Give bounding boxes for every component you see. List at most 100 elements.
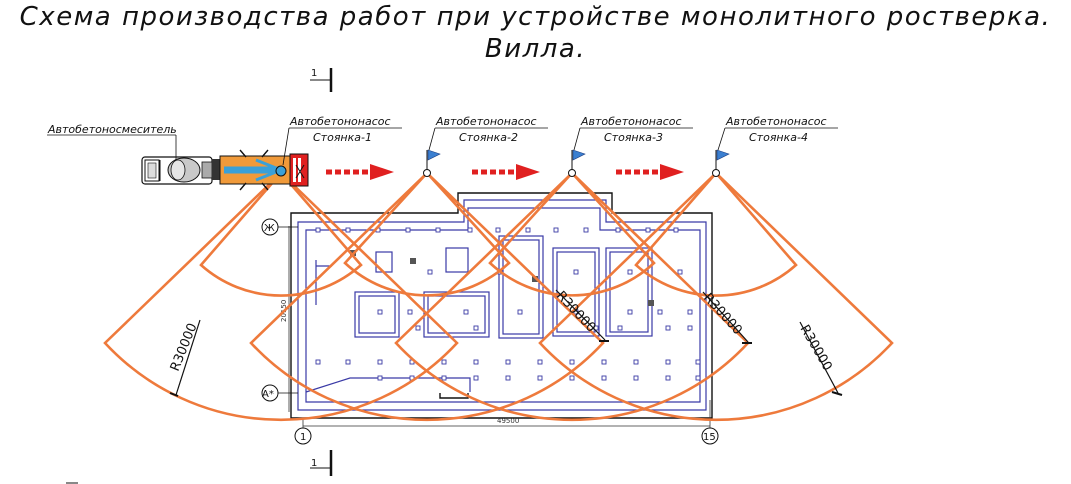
movement-arrow-3 bbox=[616, 164, 684, 180]
axis-zh-label: Ж bbox=[264, 223, 275, 234]
pile-marker bbox=[573, 269, 579, 275]
pile-marker bbox=[435, 227, 441, 233]
pile-marker bbox=[633, 359, 639, 365]
pile-marker bbox=[505, 359, 511, 365]
reach-arc-3-inner bbox=[488, 171, 656, 297]
pile-marker bbox=[505, 375, 511, 381]
pile-marker bbox=[415, 325, 421, 331]
pile-marker bbox=[601, 375, 607, 381]
length-dimension-label: 49500 bbox=[497, 417, 519, 425]
station-label-3: Стоянка-3 bbox=[604, 131, 663, 144]
section-mark-bottom: 1 bbox=[310, 450, 333, 476]
pile-marker bbox=[345, 359, 351, 365]
pump-label-group-2: Автобетононасос Стоянка-2 bbox=[428, 115, 548, 151]
pile-marker bbox=[377, 359, 383, 365]
pile-marker bbox=[569, 375, 575, 381]
reach-arc-1-inner bbox=[199, 171, 363, 297]
pile-marker bbox=[665, 325, 671, 331]
axis-a-label: А* bbox=[262, 389, 274, 400]
station-label-2: Стоянка-2 bbox=[459, 131, 518, 144]
pile-marker bbox=[633, 375, 639, 381]
station-2-flag-icon bbox=[423, 149, 441, 177]
station-label-4: Стоянка-4 bbox=[749, 131, 808, 144]
reach-arc-4-inner bbox=[634, 171, 798, 297]
concrete-pump-truck-icon bbox=[212, 149, 309, 191]
pile-marker bbox=[345, 227, 351, 233]
pump-label-group-4: Автобетононасос Стоянка-4 bbox=[717, 115, 838, 151]
pile-marker bbox=[537, 375, 543, 381]
pile-marker bbox=[617, 325, 623, 331]
building-plan bbox=[290, 192, 713, 419]
pile-marker bbox=[627, 269, 633, 275]
station-3-flag-icon bbox=[568, 149, 586, 177]
pile-marker bbox=[495, 227, 501, 233]
movement-arrow-2 bbox=[472, 164, 540, 180]
pump-label-4: Автобетононасос bbox=[725, 115, 827, 128]
pile-marker bbox=[569, 359, 575, 365]
pump-label-group-1: Автобетононасос Стоянка-1 bbox=[282, 115, 402, 166]
radius-3-text: R30000 bbox=[700, 291, 745, 338]
reach-arc-2 bbox=[249, 171, 605, 422]
pump-label-3: Автобетононасос bbox=[580, 115, 682, 128]
pump-reach-arcs bbox=[103, 171, 894, 422]
pile-marker bbox=[695, 359, 701, 365]
title-line-1: Схема производства работ при устройстве … bbox=[19, 2, 1052, 32]
pile-marker bbox=[467, 227, 473, 233]
station-4-flag-icon bbox=[712, 149, 730, 177]
radius-4-text: R30000 bbox=[797, 323, 835, 374]
axis-1: 1 bbox=[294, 427, 312, 445]
reach-arc-1 bbox=[103, 171, 459, 422]
pile-marker bbox=[615, 227, 621, 233]
pile-marker bbox=[677, 269, 683, 275]
pile-marker bbox=[695, 375, 701, 381]
section-mark-top-label: 1 bbox=[311, 68, 317, 79]
pile-marker bbox=[473, 359, 479, 365]
pile-marker bbox=[405, 227, 411, 233]
axis-1-label: 1 bbox=[300, 432, 306, 443]
axis-zh: Ж bbox=[261, 218, 298, 236]
pile-marker bbox=[657, 309, 663, 315]
pump-label-2: Автобетононасос bbox=[435, 115, 537, 128]
pile-marker bbox=[407, 309, 413, 315]
reach-arc-3 bbox=[394, 171, 750, 422]
pile-marker bbox=[645, 227, 651, 233]
pile-marker bbox=[583, 227, 589, 233]
radius-label-2: R30000 bbox=[553, 288, 609, 342]
pile-marker bbox=[463, 309, 469, 315]
pile-marker bbox=[673, 227, 679, 233]
pile-marker bbox=[473, 325, 479, 331]
mixer-label: Автобетоносмеситель bbox=[47, 123, 177, 136]
pile-marker bbox=[687, 309, 693, 315]
pile-marker bbox=[377, 375, 383, 381]
pile-marker bbox=[377, 309, 383, 315]
reach-arc-2-inner bbox=[343, 171, 511, 297]
station-label-1: Стоянка-1 bbox=[313, 131, 372, 144]
pile-marker bbox=[665, 359, 671, 365]
pile-marker bbox=[687, 325, 693, 331]
movement-arrow-1 bbox=[326, 164, 394, 180]
pump-label-group-3: Автобетононасос Стоянка-3 bbox=[573, 115, 693, 151]
reach-arc-4 bbox=[538, 171, 894, 422]
pump-label-1: Автобетононасос bbox=[289, 115, 391, 128]
pile-marker bbox=[553, 227, 559, 233]
radius-1-text: R30000 bbox=[168, 321, 201, 373]
pile-marker bbox=[441, 359, 447, 365]
pile-marker bbox=[427, 269, 433, 275]
radius-label-1: R30000 bbox=[168, 319, 201, 397]
pile-marker bbox=[441, 375, 447, 381]
section-mark-bottom-label: 1 bbox=[311, 458, 317, 469]
pile-marker bbox=[537, 359, 543, 365]
concrete-mixer-truck-icon bbox=[141, 156, 213, 185]
radius-label-4: R30000 bbox=[797, 321, 843, 396]
pile-marker bbox=[525, 227, 531, 233]
dimension-width: 20150 bbox=[280, 226, 290, 412]
section-mark-top: 1 bbox=[310, 68, 333, 92]
title-line-2: Вилла. bbox=[484, 34, 587, 64]
axis-a: А* bbox=[261, 384, 298, 402]
pile-marker bbox=[315, 359, 321, 365]
pile-marker bbox=[665, 375, 671, 381]
pile-marker bbox=[315, 227, 321, 233]
radius-label-3: R30000 bbox=[700, 291, 752, 344]
pile-marker bbox=[627, 309, 633, 315]
